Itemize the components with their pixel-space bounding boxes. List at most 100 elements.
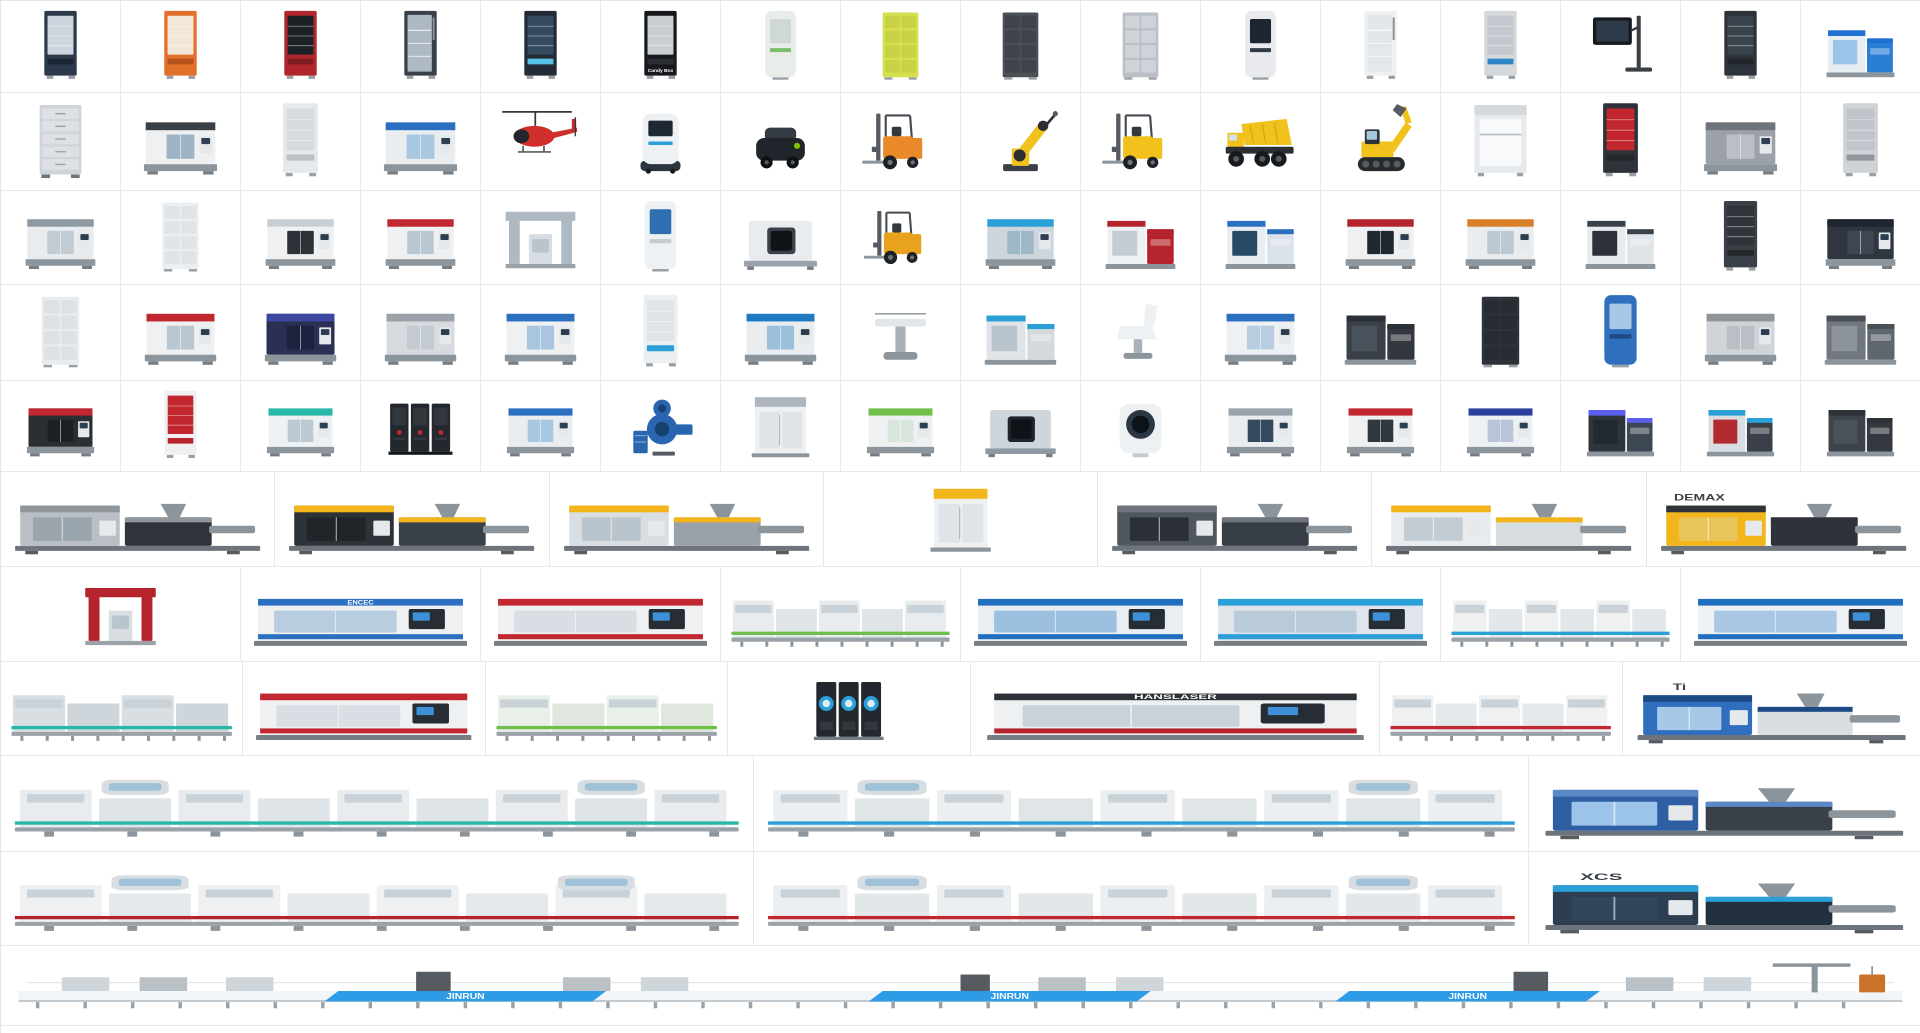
blue-dial-tower-machines[interactable] xyxy=(728,662,971,756)
candy-vending-machine[interactable]: Candy Box xyxy=(601,1,721,93)
dark-server-cabinet[interactable] xyxy=(1681,1,1801,93)
white-dispenser-tower[interactable] xyxy=(241,93,361,191)
demax-injection-molder[interactable]: DEMAX xyxy=(1646,472,1920,567)
white-red-packaging-machine[interactable] xyxy=(243,662,486,756)
light-gray-cabinet-machine[interactable] xyxy=(1801,93,1920,191)
orange-accent-machine[interactable] xyxy=(1441,191,1561,285)
red-white-grinder[interactable] xyxy=(121,285,241,381)
red-white-tower-machine[interactable] xyxy=(121,381,241,472)
teal-production-line[interactable] xyxy=(1,662,244,756)
white-blue-cab-machine[interactable] xyxy=(1201,191,1321,285)
agv-service-robot[interactable] xyxy=(601,93,721,191)
hanslaser-machine[interactable]: HANSLASER xyxy=(970,662,1381,756)
dark-blue-cnc[interactable] xyxy=(241,285,361,381)
switchgear-cabinets[interactable] xyxy=(361,381,481,472)
blue-rounded-shuttle[interactable] xyxy=(1561,285,1681,381)
tall-white-machine-blue-trim[interactable] xyxy=(601,285,721,381)
blue-white-inspection-machine[interactable] xyxy=(721,285,841,381)
white-double-cabinet[interactable] xyxy=(121,191,241,285)
yellow-green-locker[interactable] xyxy=(841,1,961,93)
white-red-side-machine[interactable] xyxy=(1081,191,1201,285)
tall-filling-machine[interactable] xyxy=(721,381,841,472)
white-freezer[interactable] xyxy=(1321,1,1441,93)
xray-baggage-scanner[interactable] xyxy=(961,381,1081,472)
ceiling-pendant-system[interactable] xyxy=(481,191,601,285)
gray-blue-stripe-machine[interactable] xyxy=(961,285,1081,381)
blue-cabin-production-line[interactable] xyxy=(753,756,1530,852)
blue-gray-machine[interactable] xyxy=(961,191,1081,285)
red-cabinet-production-line[interactable] xyxy=(1,852,754,946)
white-yellow-stripe-molder[interactable] xyxy=(1372,472,1647,567)
red-black-lathe[interactable] xyxy=(1,381,121,472)
dark-gray-locker[interactable] xyxy=(961,1,1081,93)
white-conveyor-machine[interactable] xyxy=(1,191,121,285)
blue-white-bench-machine[interactable] xyxy=(1801,1,1920,93)
gray-press-machine[interactable] xyxy=(1801,285,1920,381)
dark-panel-machine[interactable] xyxy=(1561,381,1681,472)
green-white-line[interactable] xyxy=(485,662,729,756)
vending-machine-dark[interactable] xyxy=(1,1,121,93)
teal-accent-machine[interactable] xyxy=(241,381,361,472)
white-red-press-line[interactable] xyxy=(481,567,721,662)
walkthrough-security-gate[interactable] xyxy=(721,191,841,285)
white-red-machine[interactable] xyxy=(1321,381,1441,472)
dark-tall-machine[interactable] xyxy=(1681,191,1801,285)
yellow-excavator[interactable] xyxy=(1321,93,1441,191)
smart-cabinet-dark-blue[interactable] xyxy=(481,1,601,93)
white-red-production-line[interactable] xyxy=(753,852,1530,946)
gray-yellow-molder[interactable] xyxy=(549,472,824,567)
blue-large-molder[interactable] xyxy=(1529,756,1920,852)
yellow-dump-truck[interactable] xyxy=(1201,93,1321,191)
white-navy-stripe-machine[interactable] xyxy=(1441,381,1561,472)
white-green-conveyor-line[interactable] xyxy=(721,567,961,662)
gray-injection-molder[interactable] xyxy=(1,472,276,567)
white-green-filling-line[interactable] xyxy=(841,381,961,472)
gray-cabinet-blue-line[interactable] xyxy=(1441,1,1561,93)
large-dark-machine[interactable] xyxy=(1801,191,1920,285)
white-blue-tester[interactable] xyxy=(1201,285,1321,381)
blue-white-processing-line[interactable] xyxy=(1201,567,1441,662)
yellow-blow-molder[interactable] xyxy=(823,472,1099,567)
dark-gray-machine[interactable] xyxy=(1321,285,1441,381)
yellow-forklift[interactable] xyxy=(1081,93,1201,191)
dark-cabinet-pair[interactable] xyxy=(1441,285,1561,381)
coffee-kiosk-red[interactable] xyxy=(241,1,361,93)
white-green-kiosk[interactable] xyxy=(721,1,841,93)
red-white-cnc-dark-window[interactable] xyxy=(1321,191,1441,285)
partial-bottom-row-strip[interactable] xyxy=(1,1026,1920,1033)
white-kiosk-black-screen[interactable] xyxy=(1201,1,1321,93)
red-white-machining-center[interactable] xyxy=(361,191,481,285)
yellow-robot-manipulator[interactable] xyxy=(961,93,1081,191)
red-helicopter-drone[interactable] xyxy=(481,93,601,191)
dark-gray-molder[interactable] xyxy=(1098,472,1373,567)
tool-drawer-cabinet[interactable] xyxy=(1,93,121,191)
glass-door-cooler-dark[interactable] xyxy=(361,1,481,93)
teal-cabin-production-line[interactable] xyxy=(1,756,754,852)
medical-cart-monitor[interactable] xyxy=(601,191,721,285)
yellow-reach-truck[interactable] xyxy=(841,191,961,285)
blue-white-cnc-machine[interactable] xyxy=(361,93,481,191)
surgical-table[interactable] xyxy=(841,285,961,381)
white-blue-machining-center[interactable] xyxy=(481,285,601,381)
white-red-accent-line[interactable] xyxy=(1380,662,1623,756)
xcs-dark-blue-molder[interactable]: XCS xyxy=(1529,852,1920,946)
gray-machining-center[interactable] xyxy=(361,285,481,381)
dark-yellow-accent-molder[interactable] xyxy=(275,472,550,567)
white-blue-etcher[interactable] xyxy=(481,381,601,472)
white-parcel-locker[interactable] xyxy=(1081,1,1201,93)
dark-edge-machine[interactable] xyxy=(1801,381,1920,472)
cleaning-robot[interactable] xyxy=(721,93,841,191)
medical-imaging-scanner[interactable] xyxy=(1081,381,1201,472)
gray-roller-machine[interactable] xyxy=(1681,285,1801,381)
white-module-cabinets[interactable] xyxy=(1,285,121,381)
blue-flow-meter[interactable] xyxy=(601,381,721,472)
long-white-blue-line[interactable] xyxy=(1441,567,1681,662)
lab-fume-hood[interactable] xyxy=(1441,93,1561,191)
white-lab-machine[interactable] xyxy=(1201,381,1321,472)
white-cnc-machine[interactable] xyxy=(121,93,241,191)
ti-blue-injection-molder[interactable]: Ti xyxy=(1622,662,1920,756)
vending-machine-orange[interactable] xyxy=(121,1,241,93)
white-treatment-chair[interactable] xyxy=(1081,285,1201,381)
wall-mounted-display[interactable] xyxy=(1561,1,1681,93)
